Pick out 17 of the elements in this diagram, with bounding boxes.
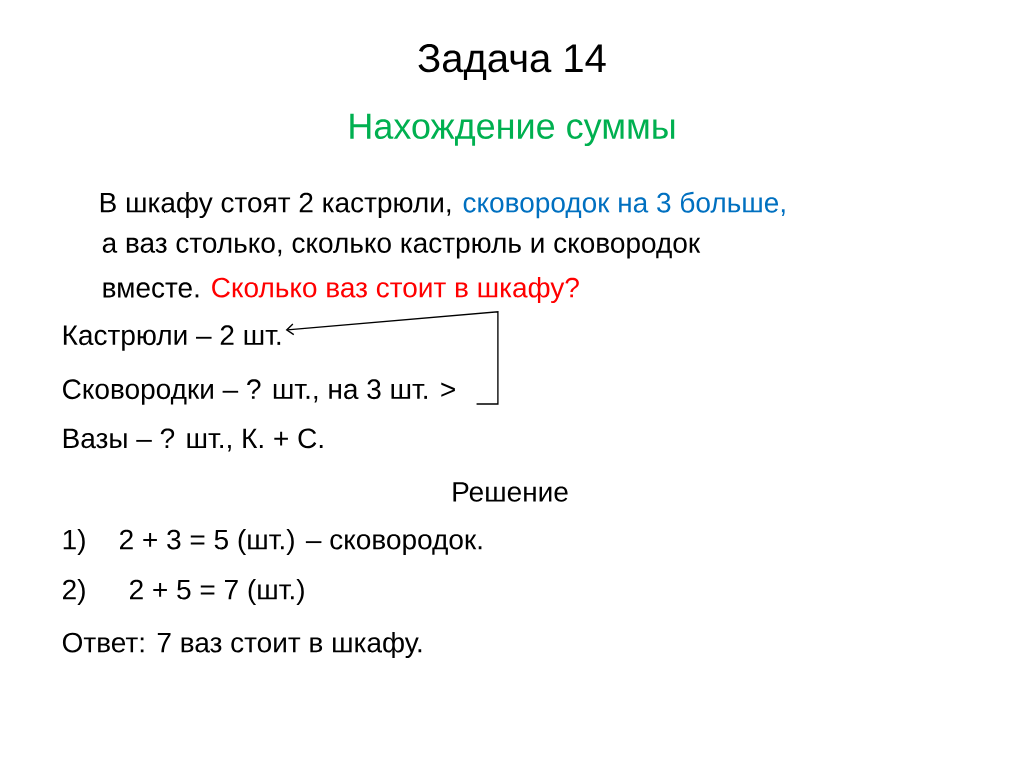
solution-step: 2 + 3 = 5 (шт.) – сковородок.: [120, 528, 482, 556]
question-text: Сколько ваз стоит в шкафу?: [212, 276, 579, 304]
bracket-arrow: [285, 311, 499, 405]
step-number: 1): [63, 528, 85, 556]
answer-text: Ответ: 7 ваз стоит в шкафу.: [62, 631, 422, 659]
problem-text: а ваз столько, сколько кастрюль и сковородок: [102, 237, 701, 259]
highlighted-text: сковородок на 3 больше,: [463, 191, 785, 219]
step-number: 2): [63, 578, 85, 606]
title: Задача 14: [418, 44, 606, 80]
text-line: Сковородки – ? шт., на 3 шт. >: [63, 379, 455, 405]
problem-text: В шкафу стоят 2 кастрюли,: [100, 191, 451, 219]
condition-text: Вазы – ? шт., К. + С.: [63, 428, 323, 452]
solution-step: 2 + 5 = 7 (шт.): [130, 578, 304, 606]
heading-text: Решение: [453, 482, 568, 502]
problem-text: вместе.: [103, 282, 199, 298]
text-line: Кастрюли – 2 шт.: [63, 325, 281, 351]
subtitle: Нахождение суммы: [350, 113, 675, 147]
